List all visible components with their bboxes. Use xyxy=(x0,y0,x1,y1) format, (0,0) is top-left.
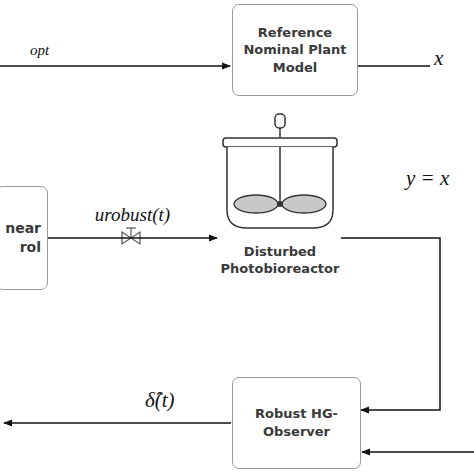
signal-label: y = x xyxy=(404,166,451,191)
process-box: Robust HG-Observer xyxy=(232,377,361,469)
edge-label: urobust(t) xyxy=(93,204,172,226)
feedback-wire xyxy=(362,451,474,453)
reactor-illustration xyxy=(215,112,345,232)
output-wire xyxy=(358,65,430,67)
signal-label: opt xyxy=(28,42,51,59)
input-arrow xyxy=(0,65,230,67)
estimate-arrow xyxy=(4,422,231,424)
node-text: near rol xyxy=(3,219,41,257)
valve-symbol xyxy=(122,228,140,244)
node-text: Reference Nominal Plant Model xyxy=(239,24,351,77)
signal-label: δ̂(t) xyxy=(143,388,177,413)
reactor-node: Disturbed Photobioreactor xyxy=(215,112,345,284)
node-text: Disturbed Photobioreactor xyxy=(215,243,345,278)
process-box: Reference Nominal Plant Model xyxy=(232,4,358,96)
signal-arrow xyxy=(48,237,217,239)
node-text: Robust HG-Observer xyxy=(239,405,354,440)
process-box: near rol xyxy=(0,186,48,290)
signal-label: x xyxy=(432,46,445,71)
